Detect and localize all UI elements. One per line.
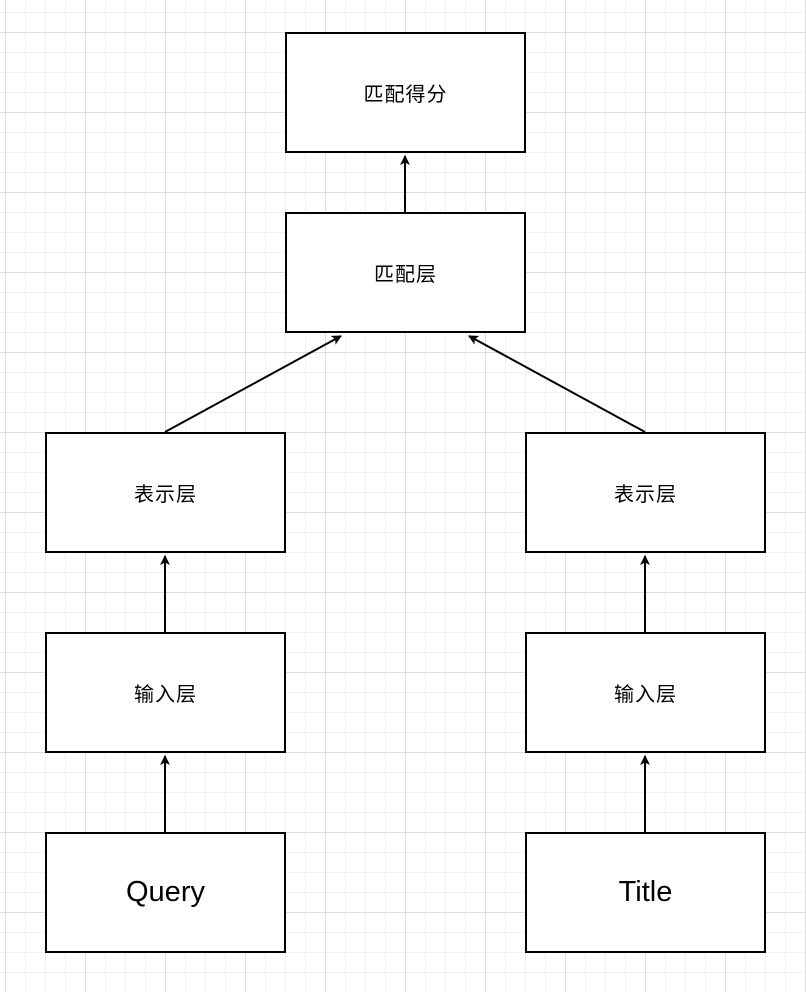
- input-layer-right-label: 输入层: [614, 682, 677, 706]
- representation-layer-left-label: 表示层: [134, 482, 197, 506]
- match-score-label: 匹配得分: [363, 82, 448, 106]
- query-label: Query: [126, 876, 205, 908]
- input-layer-left-label: 输入层: [134, 682, 197, 706]
- match-score-node[interactable]: 匹配得分: [285, 32, 526, 153]
- representation-layer-right-label: 表示层: [614, 482, 677, 506]
- representation-layer-left-node[interactable]: 表示层: [45, 432, 286, 553]
- query-node[interactable]: Query: [45, 832, 286, 953]
- representation-layer-right-node[interactable]: 表示层: [525, 432, 766, 553]
- title-node[interactable]: Title: [525, 832, 766, 953]
- title-label: Title: [618, 876, 673, 908]
- input-layer-left-node[interactable]: 输入层: [45, 632, 286, 753]
- edge-repr-left-to-match: [164, 335, 342, 433]
- match-layer-label: 匹配层: [374, 262, 437, 286]
- edge-repr-right-to-match: [468, 335, 646, 433]
- match-layer-node[interactable]: 匹配层: [285, 212, 526, 333]
- input-layer-right-node[interactable]: 输入层: [525, 632, 766, 753]
